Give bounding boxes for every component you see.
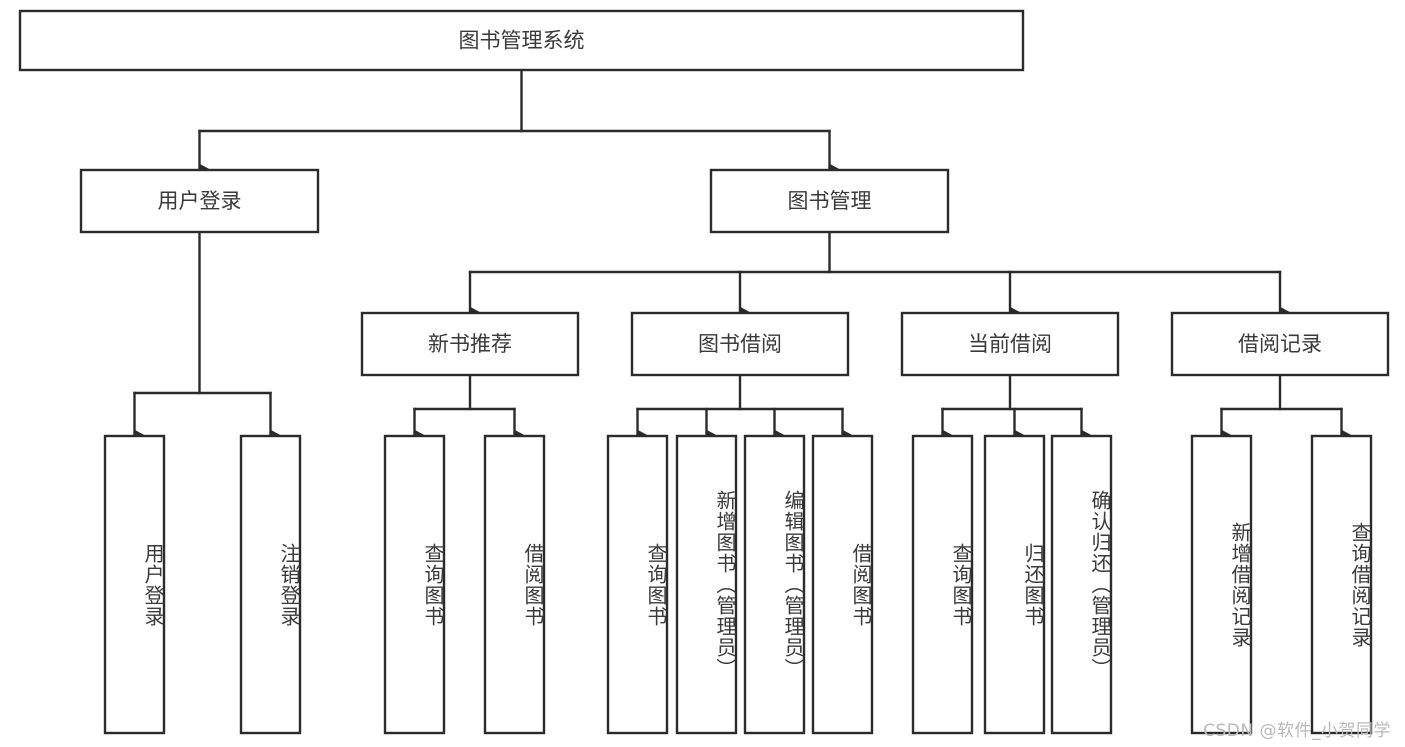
- leaf-node-box[interactable]: [103, 434, 166, 735]
- level3-node-label: 新书推荐: [428, 332, 512, 356]
- leaf-node-box[interactable]: [911, 434, 974, 735]
- leaf-node-box[interactable]: [383, 434, 446, 735]
- leaf-node-box[interactable]: [811, 434, 874, 735]
- leaf-node-box[interactable]: [1050, 434, 1113, 735]
- level2-node-box[interactable]: [79, 168, 320, 234]
- level3-node-label: 借阅记录: [1238, 332, 1322, 356]
- level2-node-box[interactable]: [709, 168, 950, 234]
- level3-node-label: 图书借阅: [698, 332, 782, 356]
- leaf-node-box[interactable]: [1310, 434, 1373, 735]
- level3-node-box[interactable]: [1170, 311, 1390, 377]
- watermark-text: CSDN @软件_小贺同学: [1203, 721, 1391, 741]
- leaf-node-box[interactable]: [606, 434, 669, 735]
- root-node-label: 图书管理系统: [459, 29, 585, 53]
- leaf-node-box[interactable]: [1190, 434, 1253, 735]
- leaf-node-box[interactable]: [239, 434, 302, 735]
- level3-node-box[interactable]: [900, 311, 1120, 377]
- leaf-node-box[interactable]: [483, 434, 546, 735]
- level3-node-label: 当前借阅: [968, 332, 1052, 356]
- level2-node-label: 用户登录: [158, 189, 242, 213]
- level3-node-box[interactable]: [360, 311, 580, 377]
- leaf-node-box[interactable]: [983, 434, 1046, 735]
- connector-layer: [133, 68, 1352, 441]
- root-node-box[interactable]: [18, 9, 1025, 72]
- leaf-node-box[interactable]: [675, 434, 738, 735]
- level3-node-box[interactable]: [630, 311, 850, 377]
- level2-node-label: 图书管理: [788, 189, 872, 213]
- leaf-node-box[interactable]: [743, 434, 806, 735]
- node-box-layer: [18, 9, 1390, 735]
